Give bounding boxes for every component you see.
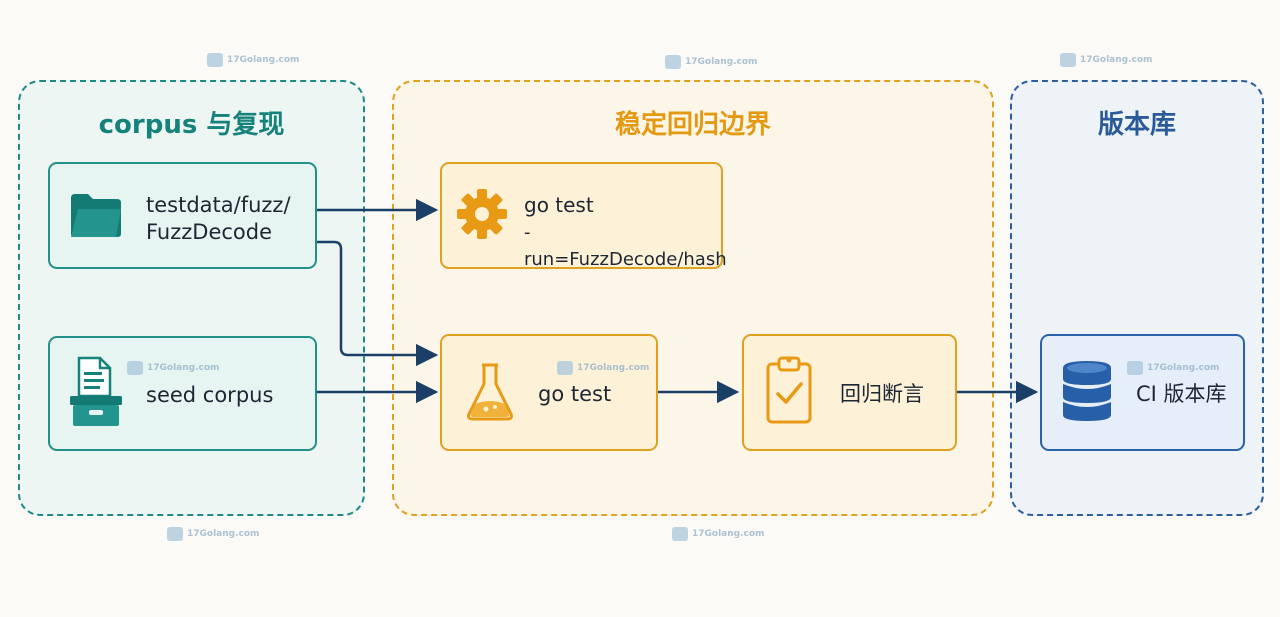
gotest-run-line1: go test (524, 193, 594, 217)
seed-corpus-label: seed corpus (146, 383, 274, 407)
gear-icon (457, 189, 507, 239)
watermark: 17Golang.com (665, 55, 757, 69)
watermark-logo-icon (665, 55, 681, 69)
ci-repo-node: CI 版本库 (1040, 334, 1245, 451)
testdata-path-line1: testdata/fuzz/ (146, 193, 291, 217)
testdata-node: testdata/fuzz/ FuzzDecode (48, 162, 317, 269)
watermark-logo-icon (1060, 53, 1076, 67)
watermark: 17Golang.com (1127, 361, 1219, 375)
corpus-group-title: corpus 与复现 (98, 110, 285, 140)
watermark-logo-icon (127, 361, 143, 375)
watermark: 17Golang.com (557, 361, 649, 375)
ci-repo-label: CI 版本库 (1136, 382, 1227, 406)
repo-group-title: 版本库 (1097, 110, 1176, 140)
watermark-logo-icon (167, 527, 183, 541)
gotest-run-line2: -run=FuzzDecode/hash (524, 222, 727, 270)
regression-assert-label: 回归断言 (840, 382, 924, 406)
watermark-logo-icon (557, 361, 573, 375)
gotest-run-node: go test -run=FuzzDecode/hash (440, 162, 727, 270)
watermark: 17Golang.com (672, 527, 764, 541)
gotest-node: go test (440, 334, 658, 451)
database-icon (1063, 361, 1111, 421)
archive-box-icon (70, 356, 122, 426)
watermark-logo-icon (207, 53, 223, 67)
clipboard-check-icon (766, 356, 812, 424)
flask-icon (467, 363, 513, 421)
watermark: 17Golang.com (167, 527, 259, 541)
arrow-testdata-to-gotest (317, 240, 439, 367)
regression-group-title: 稳定回归边界 (614, 110, 771, 140)
watermark-logo-icon (1127, 361, 1143, 375)
gotest-label: go test (538, 382, 612, 406)
watermark: 17Golang.com (207, 53, 299, 67)
testdata-path-line2: FuzzDecode (146, 220, 273, 244)
folder-icon (71, 194, 121, 237)
regression-assert-node: 回归断言 (742, 334, 957, 451)
watermark: 17Golang.com (1060, 53, 1152, 67)
watermark: 17Golang.com (127, 361, 219, 375)
seed-corpus-node: seed corpus (48, 336, 317, 451)
watermark-logo-icon (672, 527, 688, 541)
